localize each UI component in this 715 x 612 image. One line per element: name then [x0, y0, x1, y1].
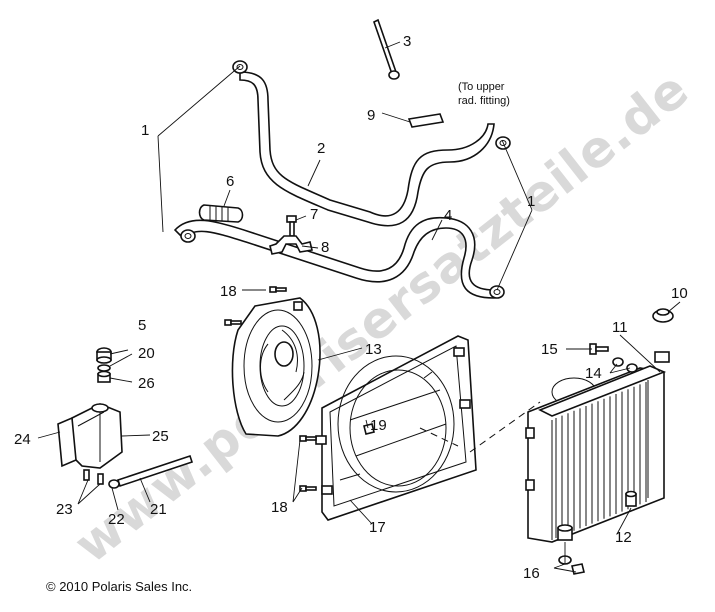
callout-26: 26	[138, 375, 155, 392]
callout-17: 17	[369, 519, 386, 536]
reservoir-25	[69, 403, 123, 469]
callout-18-bottom: 18	[271, 499, 288, 516]
callouts: 1 1 2 3 4 5 6 7 8 9 10 11 12 13 14 15 16…	[14, 33, 688, 582]
callout-5: 5	[138, 317, 146, 334]
callout-2: 2	[317, 140, 325, 157]
screw-18-a	[269, 286, 287, 293]
clamp-1-bottom-left	[180, 229, 196, 243]
callout-24: 24	[14, 431, 31, 448]
hose-2	[239, 71, 495, 227]
fitting-16	[557, 524, 585, 575]
clamp-1-top-left	[232, 60, 248, 74]
callout-1-left: 1	[141, 122, 149, 139]
washer-14-b	[626, 363, 638, 373]
bracket-24	[57, 416, 77, 468]
callout-15: 15	[541, 341, 558, 358]
reservoir-cap-5	[96, 347, 112, 364]
clamp-22	[108, 479, 120, 489]
radiator-fins	[555, 382, 647, 538]
bracket-8	[269, 235, 313, 255]
callout-19: 19	[370, 417, 387, 434]
copyright: © 2010 Polaris Sales Inc.	[46, 579, 192, 594]
note-line-1: (To upper	[458, 81, 505, 93]
screw-18-c	[299, 435, 317, 442]
screw-15	[589, 343, 609, 355]
rod-3	[373, 18, 400, 80]
fan-assembly-13	[231, 297, 321, 437]
alignment-line	[419, 401, 541, 453]
callout-3: 3	[403, 33, 411, 50]
callout-18-top: 18	[220, 283, 237, 300]
neck-26	[97, 370, 111, 383]
screw-18-d	[299, 485, 317, 492]
screw-18-b	[224, 319, 242, 326]
callout-25: 25	[152, 428, 169, 445]
pad-9	[407, 113, 445, 128]
plug-12	[625, 490, 637, 507]
leader-lines	[37, 41, 681, 573]
seal-20	[97, 364, 111, 372]
callout-23: 23	[56, 501, 73, 518]
callout-22: 22	[108, 511, 125, 528]
note-line-2: rad. fitting)	[458, 95, 510, 107]
callout-1-right: 1	[527, 193, 535, 210]
screws-23	[83, 469, 104, 485]
callout-4: 4	[444, 207, 452, 224]
callout-6: 6	[226, 173, 234, 190]
callout-12: 12	[615, 529, 632, 546]
callout-9: 9	[367, 107, 375, 124]
callout-7: 7	[310, 206, 318, 223]
callout-11: 11	[612, 319, 628, 336]
callout-8: 8	[321, 239, 329, 256]
clamp-1-bottom-right	[489, 285, 505, 299]
callout-20: 20	[138, 345, 155, 362]
callout-14: 14	[585, 365, 602, 382]
callout-16: 16	[523, 565, 540, 582]
sleeve-6	[198, 204, 244, 223]
callout-10: 10	[671, 285, 688, 302]
cap-10	[652, 308, 674, 323]
callout-13: 13	[365, 341, 382, 358]
bolt-7	[286, 215, 297, 237]
washer-14-a	[612, 357, 624, 367]
callout-21: 21	[150, 501, 167, 518]
clip-19	[363, 423, 375, 435]
shroud-17	[315, 335, 477, 521]
